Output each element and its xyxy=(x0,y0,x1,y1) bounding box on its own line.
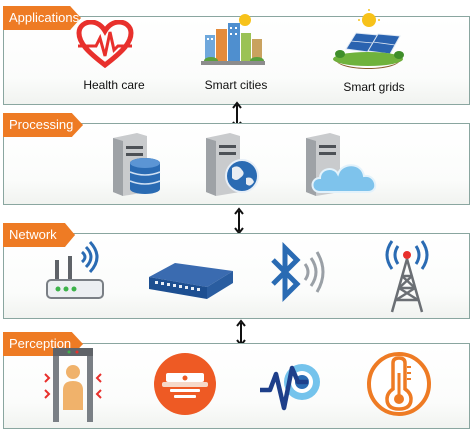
body-scanner-icon xyxy=(44,348,102,422)
city-icon xyxy=(201,14,265,65)
network-layer xyxy=(3,233,470,319)
radio-tower-icon xyxy=(385,240,429,313)
server-database-icon xyxy=(113,133,161,196)
cloud-icon xyxy=(311,164,377,193)
health-care-label: Health care xyxy=(83,78,145,92)
sun-icon xyxy=(362,13,376,27)
wifi-router-icon xyxy=(46,240,104,299)
bluetooth-icon xyxy=(271,242,325,303)
heart-pulse-icon xyxy=(76,20,134,68)
server-globe-icon xyxy=(206,133,259,196)
network-tab: Network xyxy=(3,223,75,247)
network-switch-icon xyxy=(149,263,233,299)
thermometer-icon xyxy=(367,352,431,416)
double-arrow-icon xyxy=(234,207,244,235)
smart-grids-label: Smart grids xyxy=(343,80,405,94)
solar-panel-icon xyxy=(333,9,404,69)
server-cloud-icon xyxy=(306,133,377,196)
signal-sensor-icon xyxy=(260,364,320,411)
sun-icon xyxy=(239,14,251,26)
applications-tab: Applications xyxy=(3,6,81,30)
smoke-detector-icon xyxy=(154,353,216,415)
processing-tab: Processing xyxy=(3,113,83,137)
smart-cities-label: Smart cities xyxy=(204,78,268,92)
